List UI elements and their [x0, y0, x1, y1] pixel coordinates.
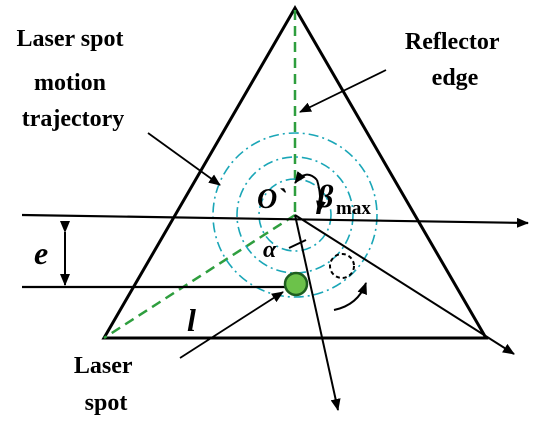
reflected-ray-right — [294, 214, 515, 355]
beta-subscript: max — [336, 198, 371, 219]
triangle-reflector — [101, 5, 489, 340]
svg-text:Laser spot: Laser spot — [74, 353, 138, 416]
spot-label-line1: Laser — [74, 353, 133, 379]
spot-callout-arrow — [179, 291, 284, 359]
reflector-label-line2: edge — [432, 65, 479, 91]
beta-arc-arrow-2 — [316, 179, 326, 213]
alpha-tick — [288, 239, 307, 249]
trajectory-label-line3: trajectory — [22, 106, 125, 132]
trajectory-label-line1: Laser spot — [17, 26, 124, 52]
spot-label-line2: spot — [85, 390, 128, 416]
trajectory-circle-outer — [212, 132, 378, 298]
l-label: l — [187, 302, 196, 338]
reflector-label-line1: Reflector — [405, 29, 500, 55]
beta-arc-arrow — [294, 171, 318, 184]
upper-horizontal-arrow — [21, 213, 529, 228]
reflector-callout-arrow — [299, 69, 387, 113]
rotation-arrow — [333, 282, 367, 311]
diagonal-dashed-line — [103, 213, 296, 340]
laser-spot — [283, 271, 309, 297]
e-label: e — [34, 235, 48, 271]
trajectory-circle-middle — [236, 156, 354, 274]
origin-label: O` — [257, 184, 287, 215]
svg-text:Laser spot motion traj: Laser spot motion trajectory — [17, 26, 130, 132]
beta-symbol: β — [316, 178, 334, 214]
trajectory-label-line2: motion — [34, 70, 106, 96]
reflected-ray-down — [294, 214, 341, 411]
svg-text:Reflector edge: Reflector edge — [405, 29, 505, 91]
trajectory-callout-arrow — [147, 132, 221, 186]
alpha-label: α — [263, 237, 277, 263]
spot-ghost-circle — [329, 253, 355, 279]
